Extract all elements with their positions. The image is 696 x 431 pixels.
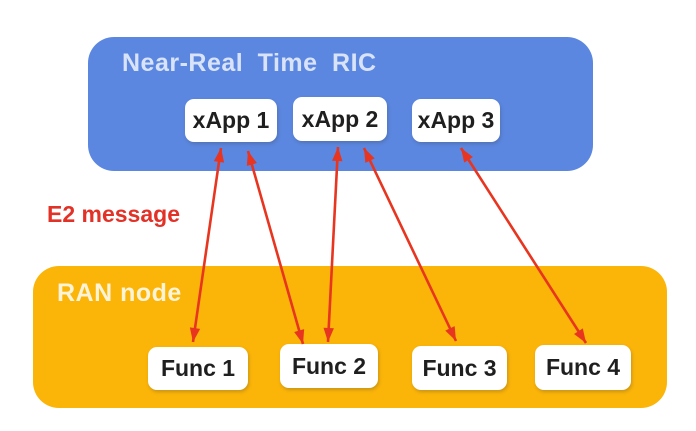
ran-node-panel: RAN node Func 1 Func 2 Func 3 Func 4 bbox=[33, 266, 667, 408]
e2-message-label: E2 message bbox=[47, 201, 180, 227]
func-2-box: Func 2 bbox=[280, 344, 378, 388]
func-3-box: Func 3 bbox=[412, 346, 507, 390]
near-real-time-ric-panel: Near-Real Time RIC xApp 1 xApp 2 xApp 3 bbox=[88, 37, 593, 171]
xapp-2-box: xApp 2 bbox=[293, 97, 387, 141]
xapp-1-box: xApp 1 bbox=[185, 99, 277, 142]
ric-panel-title: Near-Real Time RIC bbox=[122, 49, 377, 77]
func-1-box: Func 1 bbox=[148, 347, 248, 390]
ran-panel-title: RAN node bbox=[57, 279, 182, 307]
xapp-3-box: xApp 3 bbox=[412, 99, 500, 142]
func-4-box: Func 4 bbox=[535, 345, 631, 390]
